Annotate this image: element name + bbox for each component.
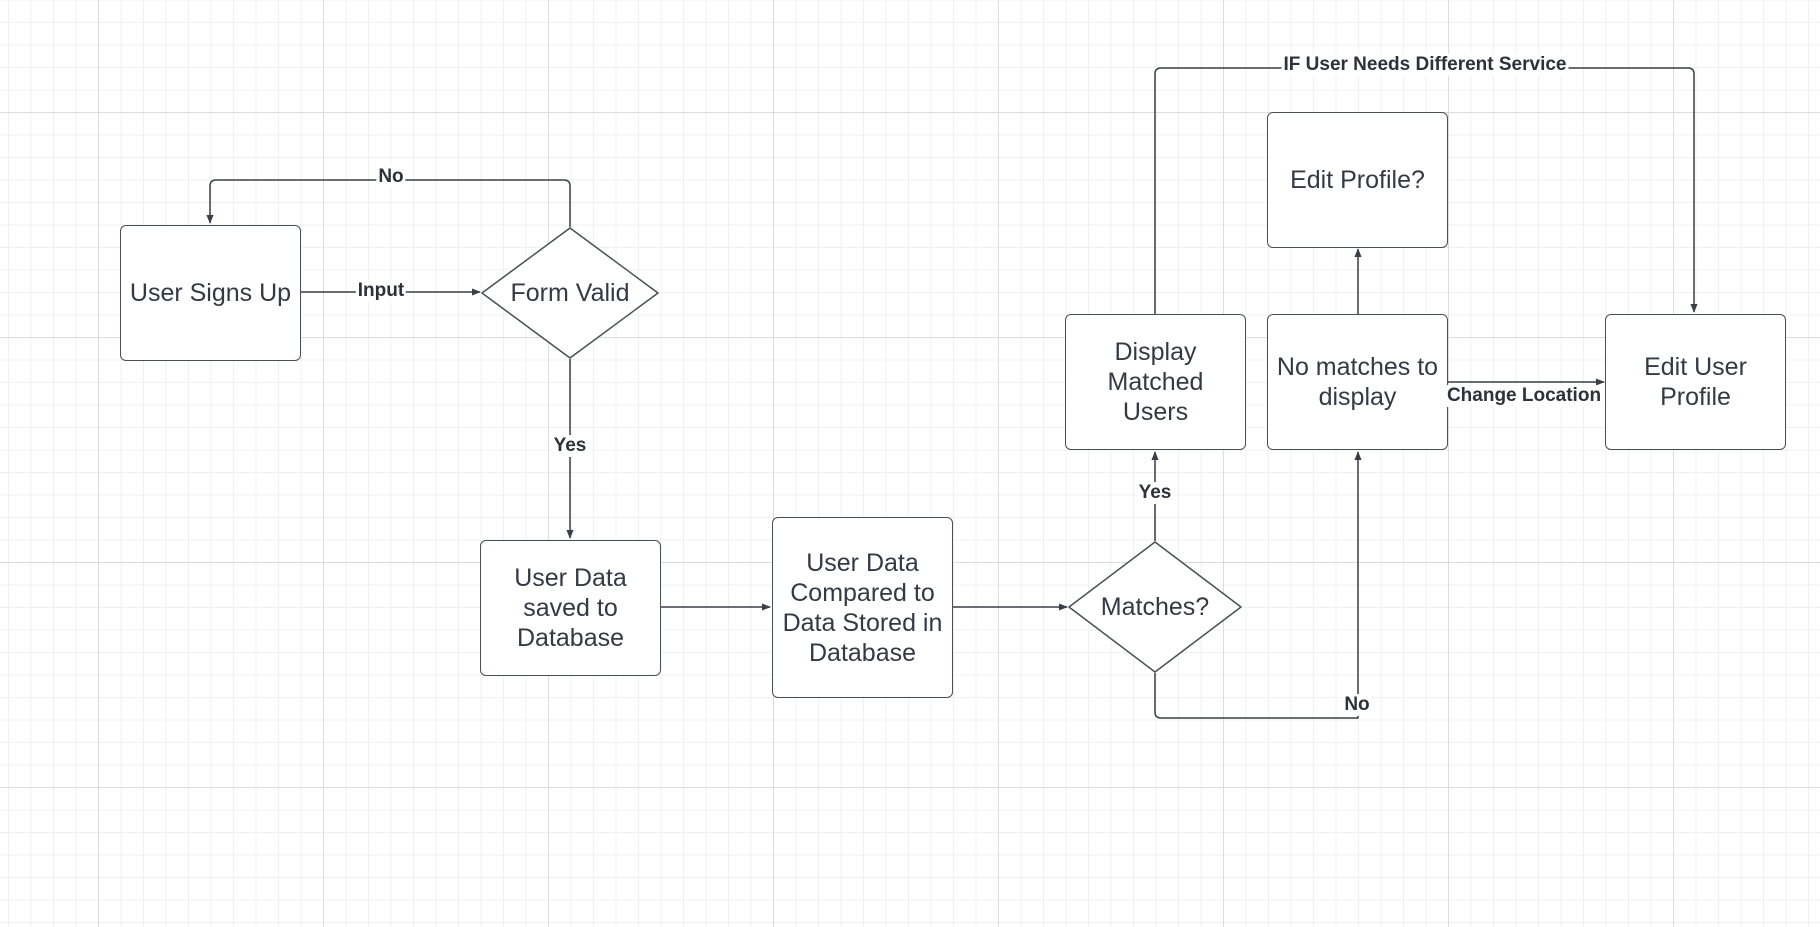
node-label: Edit Profile? <box>1290 166 1425 194</box>
node-display-matched-users[interactable]: Display Matched Users <box>1065 314 1246 450</box>
node-user-data-compared[interactable]: User Data Compared to Data Stored in Dat… <box>772 517 953 698</box>
node-edit-profile-question[interactable]: Edit Profile? <box>1267 112 1448 248</box>
diamond-shape <box>1068 541 1242 673</box>
diamond-shape <box>481 227 659 359</box>
node-label: Display Matched Users <box>1107 338 1204 426</box>
node-no-matches[interactable]: No matches to display <box>1267 314 1448 450</box>
node-label: User Data Compared to Data Stored in Dat… <box>782 548 943 667</box>
edge-label-input: Input <box>355 280 407 302</box>
connector-no-bottom <box>1154 451 1362 719</box>
edge-label-yes-down: Yes <box>551 435 589 457</box>
node-edit-user-profile[interactable]: Edit User Profile <box>1605 314 1786 450</box>
node-label: No matches to display <box>1276 353 1439 411</box>
node-label: Edit User Profile <box>1644 353 1747 411</box>
edge-label-change-location: Change Location <box>1444 385 1604 407</box>
edge-label-yes-up: Yes <box>1136 482 1174 504</box>
node-user-signs-up[interactable]: User Signs Up <box>120 225 301 361</box>
edge-label-different-service: IF User Needs Different Service <box>1281 54 1569 76</box>
edge-label-no-bottom: No <box>1342 694 1372 716</box>
node-user-data-saved[interactable]: User Data saved to Database <box>480 540 661 676</box>
decision-form-valid[interactable]: Form Valid <box>480 226 660 360</box>
edge-label-no-top: No <box>376 166 406 188</box>
node-label: User Signs Up <box>129 279 292 307</box>
decision-label: Matches? <box>1100 592 1210 621</box>
node-label: User Data saved to Database <box>514 564 627 652</box>
decision-label: Form Valid <box>510 278 630 307</box>
decision-matches[interactable]: Matches? <box>1067 540 1243 674</box>
